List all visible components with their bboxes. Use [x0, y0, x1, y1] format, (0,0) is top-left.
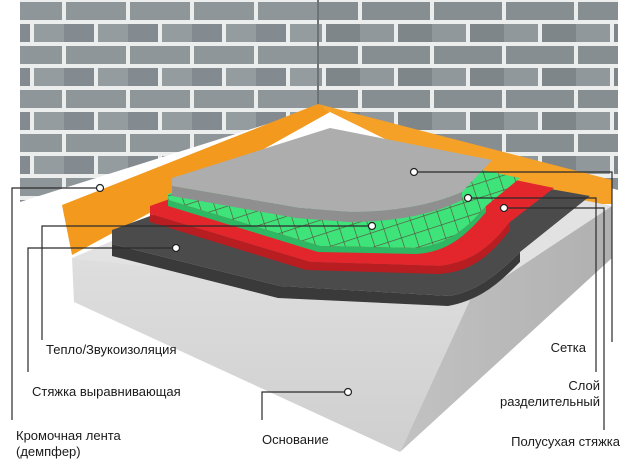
label-leveling-screed: Стяжка выравнивающая [32, 384, 181, 399]
leader-edge-tape [11, 187, 100, 420]
leader-lines [11, 171, 613, 430]
semi-dry-screed-slab [172, 128, 492, 212]
label-edge-tape-line2: (демпфер) [16, 444, 81, 459]
label-separating-layer-line2: разделительный [500, 394, 600, 409]
label-edge-tape-line1: Кромочная лента [16, 428, 121, 443]
label-separating-layer-line1: Слой [568, 378, 600, 393]
brick-wall-right [318, 0, 618, 190]
dot-separating-layer [463, 193, 473, 203]
label-mesh: Сетка [550, 340, 586, 355]
label-base: Основание [262, 432, 329, 447]
leader-leveling-screed [27, 247, 176, 372]
label-separating-layer: Слой разделительный [500, 378, 600, 410]
label-semi-dry-screed: Полусухая стяжка [511, 434, 620, 449]
label-thermal-insulation: Тепло/Звукоизоляция [46, 342, 177, 357]
leader-thermal-insulation [41, 225, 372, 340]
damper-tape-right [318, 104, 612, 205]
concrete-base-side [400, 206, 612, 452]
leader-base [261, 391, 348, 420]
concrete-base-front [72, 258, 470, 452]
anchor-dots [95, 167, 509, 397]
dot-base [343, 387, 353, 397]
leader-semi-dry-screed [504, 207, 605, 430]
dot-leveling-screed [171, 243, 181, 253]
dot-edge-tape [95, 183, 105, 193]
leader-mesh [414, 171, 613, 342]
dot-thermal-insulation [367, 221, 377, 231]
dot-semi-dry-screed [499, 203, 509, 213]
brick-wall-left [20, 0, 318, 202]
dot-mesh [409, 167, 419, 177]
leader-separating-layer [468, 197, 597, 372]
label-edge-tape: Кромочная лента (демпфер) [16, 428, 121, 460]
